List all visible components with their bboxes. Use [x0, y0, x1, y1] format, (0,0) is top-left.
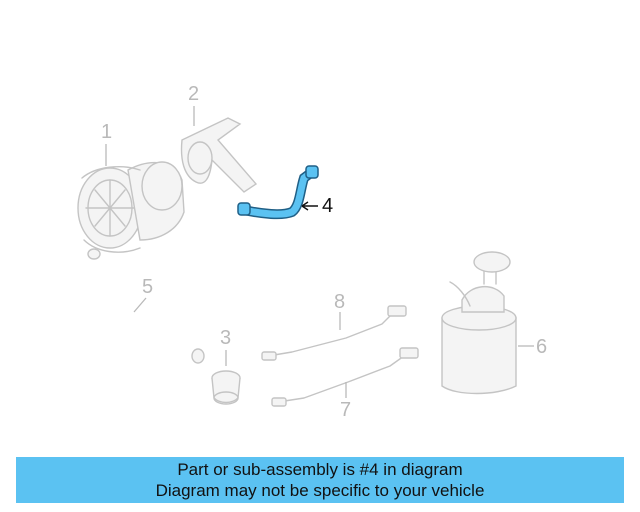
- part-8-sensor[interactable]: [261, 305, 407, 361]
- callout-8: 8: [334, 291, 346, 313]
- part-4-hose[interactable]: [237, 165, 319, 220]
- part-5-tube[interactable]: [87, 248, 205, 364]
- callout-6: 6: [536, 336, 548, 358]
- banner-line-1: Part or sub-assembly is #4 in diagram: [177, 460, 463, 479]
- banner-line-2: Diagram may not be specific to your vehi…: [155, 481, 485, 500]
- info-banner: Part or sub-assembly is #4 in diagram Di…: [16, 457, 624, 503]
- leader-4: [301, 201, 318, 211]
- part-3-valve[interactable]: [211, 370, 241, 405]
- part-6-canister[interactable]: [441, 251, 517, 395]
- callout-4: 4: [322, 195, 334, 217]
- parts-diagram: [77, 106, 534, 407]
- part-7-sensor[interactable]: [271, 347, 419, 407]
- callout-3: 3: [220, 327, 232, 349]
- part-2-bracket[interactable]: [180, 117, 258, 193]
- part-1-air-pump[interactable]: [77, 161, 185, 253]
- leader-5: [133, 297, 147, 313]
- callout-5: 5: [142, 276, 154, 298]
- callout-7: 7: [340, 399, 352, 421]
- callout-1: 1: [101, 121, 113, 143]
- callout-2: 2: [188, 83, 200, 105]
